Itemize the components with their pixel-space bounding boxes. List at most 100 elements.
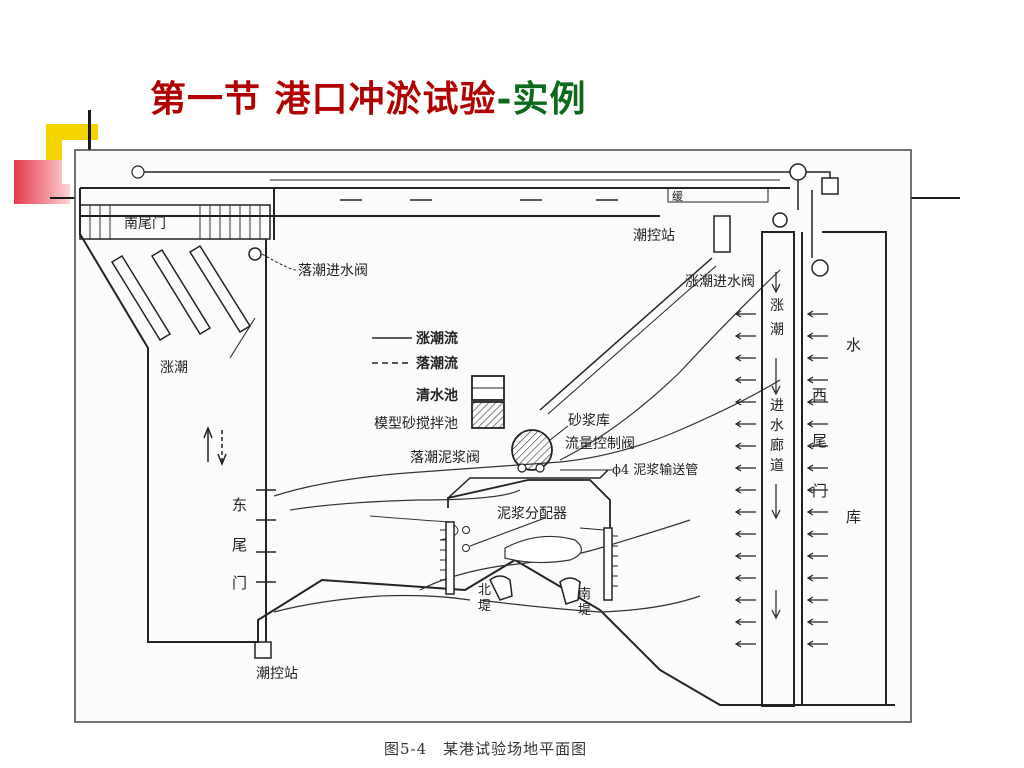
flow-arrow <box>734 574 756 582</box>
flow-arrow <box>734 618 756 626</box>
flow-arrow <box>806 552 828 560</box>
distributor-leader-2 <box>579 527 605 531</box>
flow-arrow <box>734 442 756 450</box>
flood-gallery-char-6: 道 <box>770 458 784 474</box>
clear-pool-label: 清水池 <box>416 387 458 404</box>
flow-arrow <box>734 310 756 318</box>
east-gate-char-3: 门 <box>232 574 247 592</box>
slurry-distributor-right-bar <box>603 527 618 601</box>
flow-direction-arrows-left <box>203 425 227 467</box>
legend-flood-label: 涨潮流 <box>416 330 458 347</box>
reservoir-wall <box>822 231 887 706</box>
west-gate-char-1: 西 <box>812 386 827 404</box>
flow-arrow <box>806 464 828 472</box>
title-sub: 实例 <box>512 78 587 120</box>
flood-inlet-valve-label: 涨潮进水阀 <box>685 274 755 290</box>
flow-arrow <box>734 530 756 538</box>
flood-gallery-char-3: 进 <box>770 398 784 414</box>
mixing-pool-label: 模型砂搅拌池 <box>374 416 458 432</box>
flow-arrow <box>734 420 756 428</box>
distributor-node-2 <box>462 544 470 552</box>
tide-control-box-south <box>254 641 272 659</box>
mixing-pool <box>471 401 505 429</box>
slurry-distributor-frame <box>447 479 611 530</box>
flow-arrow <box>734 596 756 604</box>
flood-pointer <box>229 317 256 359</box>
flow-valve-2 <box>535 463 545 473</box>
south-gate-slats <box>89 205 261 239</box>
diagonal-wall-inner <box>547 265 717 415</box>
south-dike <box>559 577 581 605</box>
pipe-tag: 缓 <box>672 190 683 203</box>
page-title: 第一节 港口冲淤试验-实例 <box>150 70 587 122</box>
gallery-flow-arrows <box>771 272 781 620</box>
title-main: 第一节 港口冲淤试验 <box>150 78 497 120</box>
flow-arrow <box>734 354 756 362</box>
flood-gallery-char-1: 涨 <box>770 298 784 314</box>
tide-control-box-north <box>713 215 731 253</box>
flow-arrow <box>806 420 828 428</box>
gallery-side-arrows <box>734 310 828 648</box>
flow-arrow <box>734 332 756 340</box>
figure-caption: 图5-4 某港试验场地平面图 <box>384 740 588 758</box>
flow-arrow <box>734 508 756 516</box>
slurry-distributor-left-bar <box>440 521 455 595</box>
ebb-inlet-valve-label: 落潮进水阀 <box>298 263 368 279</box>
south-dike-char-2: 堤 <box>578 603 591 618</box>
flood-gallery-char-4: 水 <box>770 418 784 434</box>
distributor-leader-1 <box>469 517 546 547</box>
pump-house <box>821 177 839 195</box>
ebb-inlet-valve-leader <box>261 253 297 271</box>
flow-arrow <box>806 442 828 450</box>
legend-ebb-label: 落潮流 <box>416 355 458 372</box>
valve-top-right <box>772 212 788 228</box>
flow-arrow <box>734 398 756 406</box>
flood-gallery-char-5: 廊 <box>770 437 784 454</box>
figure-frame <box>74 149 912 723</box>
title-dash: - <box>496 78 513 120</box>
east-gate-char-1: 东 <box>232 496 247 514</box>
west-gate-char-2: 尾 <box>812 432 827 450</box>
mortar-store-label: 砂浆库 <box>568 413 610 429</box>
diagonal-wall <box>539 257 713 411</box>
slurry-pipe-label: ϕ4 泥浆输送管 <box>612 462 698 478</box>
deco-red-gradient-square <box>14 160 70 204</box>
reservoir-char-1: 水 <box>846 336 861 354</box>
slurry-pipe <box>447 469 609 499</box>
north-dike-char-1: 北 <box>478 583 491 598</box>
south-gate-label: 南尾门 <box>124 216 166 232</box>
flood-area-label: 涨潮 <box>160 360 188 376</box>
flow-arrow <box>806 640 828 648</box>
flow-arrow <box>806 332 828 340</box>
tide-control-label-north: 潮控站 <box>633 228 675 244</box>
pump-pipework <box>797 171 831 258</box>
flow-arrow <box>806 376 828 384</box>
flow-arrow <box>734 552 756 560</box>
flow-arrow <box>806 486 828 494</box>
flow-arrow <box>806 398 828 406</box>
flow-arrow <box>806 530 828 538</box>
tide-control-label-south: 潮控站 <box>256 666 298 682</box>
flow-arrow <box>734 464 756 472</box>
mortar-store-leader <box>549 425 569 441</box>
pipe-tag-box <box>667 187 769 203</box>
flow-arrow <box>734 486 756 494</box>
flow-control-valve-label: 流量控制阀 <box>565 436 635 452</box>
flow-arrow <box>734 640 756 648</box>
east-gate-char-2: 尾 <box>232 536 247 554</box>
slurry-distributor-label: 泥浆分配器 <box>497 506 567 522</box>
channel-shoal <box>504 535 582 564</box>
flow-arrow <box>734 376 756 384</box>
valve-top-left <box>131 165 145 179</box>
south-gate-box <box>79 204 271 240</box>
ebb-inlet-valve-symbol <box>248 247 262 261</box>
flow-arrow <box>806 508 828 516</box>
ebb-slurry-valve-label: 落潮泥浆阀 <box>410 450 480 466</box>
pump-top-right <box>789 163 807 181</box>
enclosure-outline <box>79 188 895 706</box>
flow-valve-1 <box>517 463 527 473</box>
north-dike-char-2: 堤 <box>478 599 491 614</box>
west-gate-char-3: 门 <box>812 482 827 500</box>
